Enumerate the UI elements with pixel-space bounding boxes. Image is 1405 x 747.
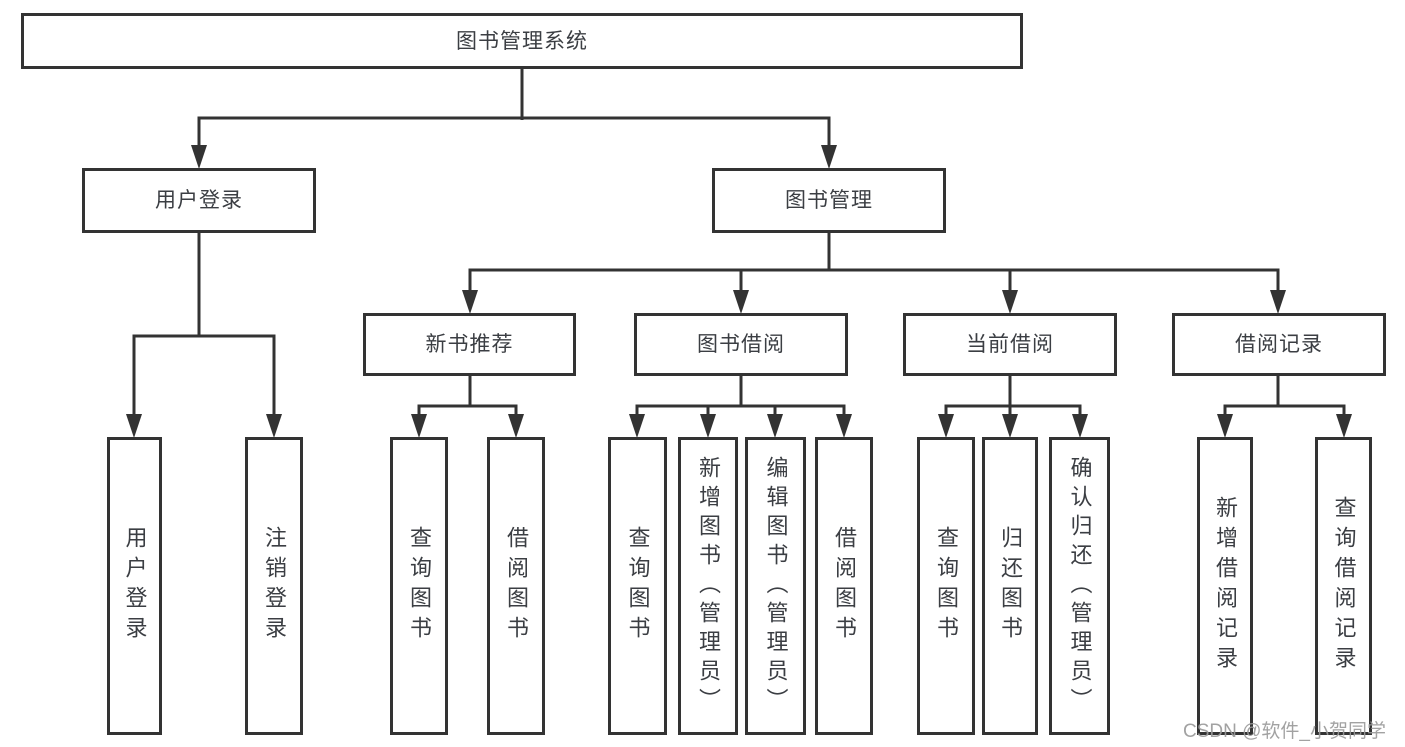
leaf-br-add-record-label: 新增借阅记录	[1213, 496, 1238, 676]
leaf-bb-borrow-books: 借阅图书	[815, 437, 873, 735]
leaf-bb-query-books: 查询图书	[608, 437, 667, 735]
leaf-bb-add-books-admin-label: 新增图书（管理员）	[696, 455, 721, 717]
arrowhead-icons	[126, 145, 1352, 438]
leaf-user-login-label: 用户登录	[122, 526, 148, 646]
node-user-login-label: 用户登录	[155, 189, 243, 212]
node-borrowing-records-label: 借阅记录	[1235, 333, 1323, 356]
leaf-nb-borrow-books-label: 借阅图书	[504, 526, 529, 646]
leaf-cb-query-books: 查询图书	[917, 437, 975, 735]
node-book-borrowing: 图书借阅	[634, 313, 848, 376]
leaf-cb-confirm-return-admin-label: 确认归还（管理员）	[1067, 455, 1093, 717]
connector-segments	[132, 69, 1346, 420]
leaf-bb-query-books-label: 查询图书	[625, 526, 651, 646]
node-borrowing-records: 借阅记录	[1172, 313, 1386, 376]
leaf-nb-query-books: 查询图书	[390, 437, 448, 735]
leaf-cb-return-books: 归还图书	[982, 437, 1038, 735]
leaf-bb-add-books-admin: 新增图书（管理员）	[678, 437, 738, 735]
node-book-borrowing-label: 图书借阅	[697, 333, 785, 356]
leaf-cb-confirm-return-admin: 确认归还（管理员）	[1049, 437, 1110, 735]
node-new-book-recommend-label: 新书推荐	[425, 333, 514, 356]
node-new-book-recommend: 新书推荐	[363, 313, 576, 376]
node-library-system-label: 图书管理系统	[456, 29, 588, 53]
leaf-cb-query-books-label: 查询图书	[934, 526, 959, 646]
leaf-br-add-record: 新增借阅记录	[1197, 437, 1253, 735]
node-current-borrowing-label: 当前借阅	[966, 333, 1054, 356]
watermark: CSDN @软件_小贺同学	[1183, 721, 1386, 742]
leaf-br-query-record: 查询借阅记录	[1315, 437, 1372, 735]
node-book-management: 图书管理	[712, 168, 946, 233]
leaf-nb-query-books-label: 查询图书	[407, 526, 432, 646]
node-current-borrowing: 当前借阅	[903, 313, 1117, 376]
leaf-bb-borrow-books-label: 借阅图书	[832, 526, 857, 646]
leaf-logout-label: 注销登录	[262, 526, 287, 646]
leaf-logout: 注销登录	[245, 437, 303, 735]
node-user-login: 用户登录	[82, 168, 316, 233]
node-library-system: 图书管理系统	[21, 13, 1023, 69]
leaf-nb-borrow-books: 借阅图书	[487, 437, 545, 735]
leaf-br-query-record-label: 查询借阅记录	[1331, 496, 1357, 676]
leaf-user-login: 用户登录	[107, 437, 162, 735]
leaf-cb-return-books-label: 归还图书	[998, 526, 1023, 646]
node-book-management-label: 图书管理	[785, 189, 873, 212]
leaf-bb-edit-books-admin: 编辑图书（管理员）	[745, 437, 806, 735]
leaf-bb-edit-books-admin-label: 编辑图书（管理员）	[763, 455, 789, 717]
